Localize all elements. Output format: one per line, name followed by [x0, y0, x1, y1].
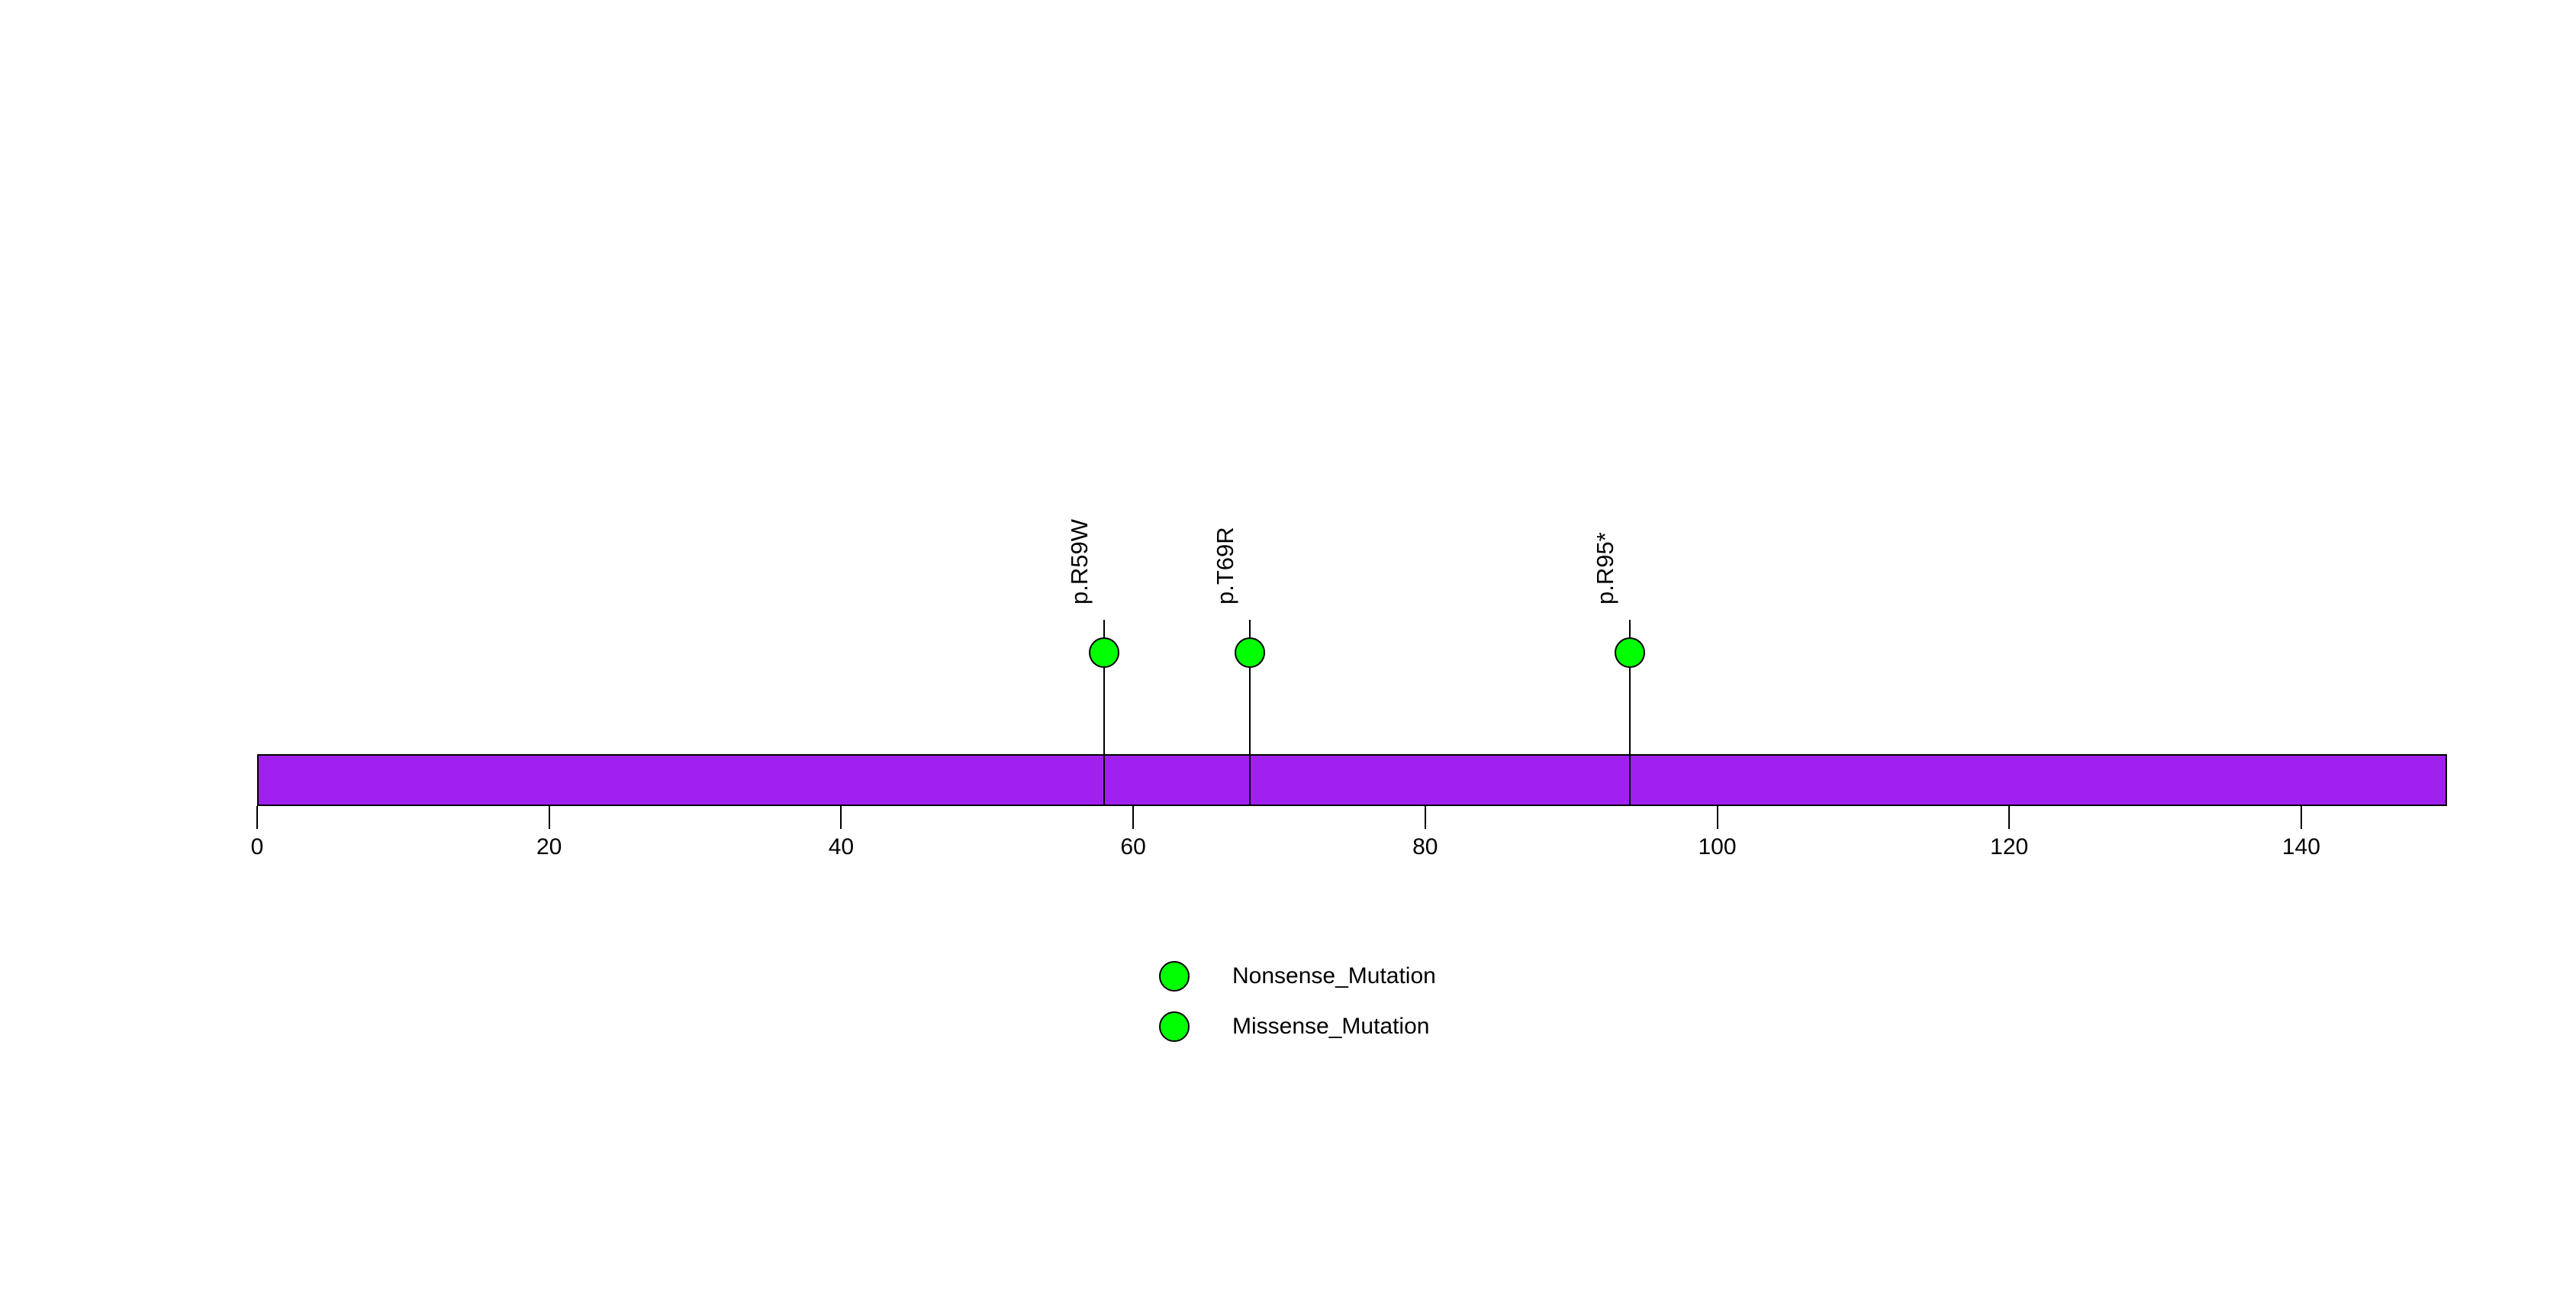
x-axis-tick — [840, 806, 842, 829]
x-axis-tick-label: 20 — [536, 834, 562, 859]
x-axis-tick-label: 140 — [2281, 834, 2320, 859]
legend-swatch-circle — [1159, 961, 1190, 992]
x-axis-tick-label: 120 — [1990, 834, 2029, 859]
lollipop-head — [1088, 637, 1119, 668]
mutation-label: p.R95* — [1591, 532, 1618, 605]
lollipop-stem — [1103, 620, 1105, 806]
x-axis-tick-label: 0 — [250, 834, 264, 859]
mutation-label: p.R59W — [1065, 519, 1093, 605]
lollipop-stem — [1249, 620, 1251, 806]
lollipop-head — [1235, 637, 1266, 668]
x-axis-tick — [2008, 806, 2011, 829]
x-axis-tick — [2300, 806, 2302, 829]
legend-label: Nonsense_Mutation — [1232, 963, 1436, 988]
x-axis-tick-label: 80 — [1412, 834, 1438, 859]
x-axis-tick — [548, 806, 550, 829]
x-axis-tick-label: 100 — [1698, 834, 1737, 859]
x-axis-tick-label: 40 — [828, 834, 855, 859]
lollipop-head — [1614, 637, 1645, 668]
x-axis-tick — [1424, 806, 1426, 829]
mutation-label: p.T69R — [1212, 527, 1239, 605]
legend-label: Missense_Mutation — [1232, 1014, 1430, 1039]
x-axis-tick — [1132, 806, 1135, 829]
legend-swatch-circle — [1159, 1011, 1190, 1042]
x-axis-tick-label: 60 — [1120, 834, 1146, 859]
x-axis-tick — [1716, 806, 1718, 829]
x-axis-tick — [256, 806, 258, 829]
lollipop-stem — [1628, 620, 1631, 806]
protein-domain-bar — [257, 754, 2448, 806]
